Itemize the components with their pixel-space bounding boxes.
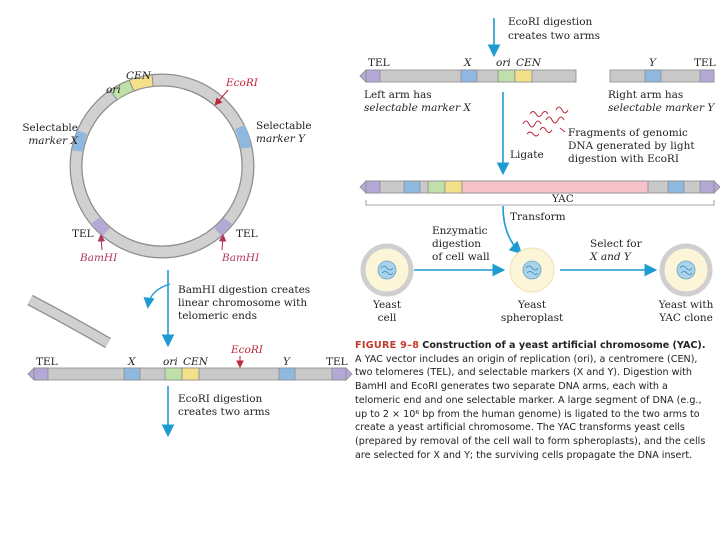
arrow-curve-small <box>143 283 171 309</box>
selectable-marker-y-label-1: Selectable <box>256 120 312 132</box>
figure-number: FIGURE 9–8 <box>355 340 420 351</box>
tel-label-circle-left: TEL <box>72 228 94 240</box>
fragments-note-3: digestion with EcoRI <box>568 153 679 165</box>
yac-clone-label-1: Yeast with <box>658 299 714 311</box>
arm-y: Y <box>649 57 656 69</box>
ecori-note-top-2: creates two arms <box>508 30 601 42</box>
marker-y-segment <box>235 124 252 149</box>
arm-cen: CEN <box>516 57 541 69</box>
ecori-note-lower-1: EcoRI digestion <box>178 393 263 405</box>
select-note-2: X and Y <box>590 251 631 263</box>
figure-caption: FIGURE 9–8 Construction of a yeast artif… <box>355 339 715 462</box>
bamhi-arrow-right <box>218 233 227 251</box>
circular-vector <box>69 73 255 259</box>
right-arm <box>609 69 715 83</box>
bamhi-note-2: linear chromosome with <box>178 297 308 309</box>
tel-label-circle-right: TEL <box>236 228 258 240</box>
linear-x: X <box>128 356 136 368</box>
ecori-label-circle: EcoRI <box>226 77 258 89</box>
genomic-fragments <box>522 106 569 137</box>
tel-right-segment <box>214 217 233 236</box>
linear-y: Y <box>283 356 290 368</box>
yac-bracket <box>365 200 715 206</box>
bamhi-note-1: BamHI digestion creates <box>178 284 311 296</box>
linear-ori: ori <box>163 356 178 368</box>
ecori-site-arrow-circle <box>214 89 229 106</box>
marker-x-segment <box>72 130 88 152</box>
select-note-1: Select for <box>590 238 642 250</box>
yeast-cell-label-1: Yeast <box>372 299 402 311</box>
arm-tel-right: TEL <box>694 57 716 69</box>
yeast-cell-label-2: cell <box>377 312 397 324</box>
bamhi-arrow-left <box>97 233 106 251</box>
figure-title: Construction of a yeast artificial chrom… <box>422 340 706 351</box>
bamhi-label-left: BamHI <box>80 252 118 264</box>
linear-tel-left: TEL <box>36 356 58 368</box>
selectable-marker-x-label-2: marker X <box>28 135 78 147</box>
yac-label: YAC <box>552 193 574 205</box>
arrow-fragments <box>559 127 566 133</box>
selectable-marker-x-label-1: Selectable <box>22 122 78 134</box>
yeast-cell <box>360 243 414 297</box>
ori-label: ori <box>106 84 121 96</box>
left-arm-note-2: selectable marker X <box>364 102 471 114</box>
figure-text: A YAC vector includes an origin of repli… <box>355 353 706 461</box>
selectable-marker-y-label-2: marker Y <box>256 133 306 145</box>
linear-ecori: EcoRI <box>231 344 263 356</box>
linear-tel-right: TEL <box>326 356 348 368</box>
tel-left-segment <box>91 216 110 236</box>
enzymatic-note-1: Enzymatic <box>432 225 488 237</box>
arm-tel-left: TEL <box>368 57 390 69</box>
yeast-spheroplast <box>509 247 555 293</box>
arm-ori: ori <box>496 57 511 69</box>
fragments-note-1: Fragments of genomic <box>568 127 688 139</box>
spheroplast-label-2: spheroplast <box>500 312 564 324</box>
yac-chromosome <box>359 180 720 194</box>
left-arm-note-1: Left arm has <box>364 89 432 101</box>
right-arm-note-1: Right arm has <box>608 89 684 101</box>
arrow-transform <box>502 205 523 255</box>
bamhi-note-3: telomeric ends <box>178 310 257 322</box>
right-arm-note-2: selectable marker Y <box>608 102 715 114</box>
enzymatic-note-3: of cell wall <box>432 251 490 263</box>
bamhi-label-right: BamHI <box>222 252 260 264</box>
arm-x: X <box>464 57 472 69</box>
enzymatic-note-2: digestion <box>432 238 482 250</box>
yac-clone-label-2: YAC clone <box>659 312 713 324</box>
linear-chromosome <box>27 367 353 381</box>
fragments-note-2: DNA generated by light <box>568 140 695 152</box>
spheroplast-label-1: Yeast <box>517 299 547 311</box>
linear-cen: CEN <box>183 356 208 368</box>
transform-label: Transform <box>510 211 566 223</box>
ecori-note-top-1: EcoRI digestion <box>508 16 593 28</box>
yeast-yac-clone <box>659 243 713 297</box>
left-arm <box>359 69 577 83</box>
cen-label: CEN <box>126 70 151 82</box>
ecori-note-lower-2: creates two arms <box>178 406 271 418</box>
ligate-label: Ligate <box>510 149 544 161</box>
